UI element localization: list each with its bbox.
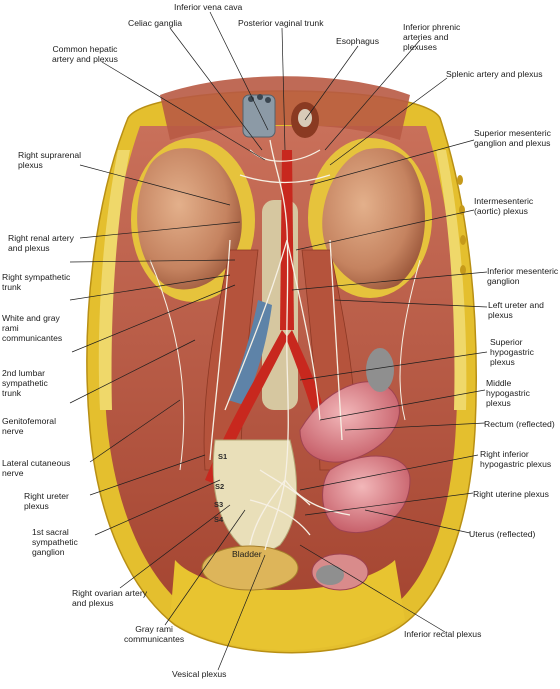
leader-lines <box>69 11 488 671</box>
label-left-ureter: Left ureter and plexus <box>488 300 544 320</box>
label-first-sacral: 1st sacral sympathetic ganglion <box>32 527 78 557</box>
pelvic-fat <box>170 560 405 650</box>
label-lateral-cutaneous: Lateral cutaneous nerve <box>2 458 71 478</box>
label-rectum: Rectum (reflected) <box>484 419 555 429</box>
left-kidney <box>308 138 432 298</box>
lateral-fat-left <box>436 150 467 410</box>
label-uterus: Uterus (reflected) <box>469 529 536 539</box>
sacral-marker-s2: S2 <box>215 482 225 491</box>
label-white-gray-rami: White and gray rami communicantes <box>2 313 63 343</box>
lateral-fat-right <box>98 150 130 410</box>
label-superior-hypogastric: Superior hypogastric plexus <box>490 337 534 367</box>
ivc <box>228 300 272 405</box>
label-celiac-ganglia: Celiac ganglia <box>128 18 182 28</box>
label-right-sympathetic: Right sympathetic trunk <box>2 272 71 292</box>
sacral-marker-s4: S4 <box>214 515 224 524</box>
label-intermesenteric: Intermesenteric (aortic) plexus <box>474 196 534 216</box>
label-common-hepatic: Common hepatic artery and plexus <box>52 44 118 64</box>
label-inferior-phrenic: Inferior phrenic arteries and plexuses <box>403 22 461 52</box>
label-inferior-mesenteric: Inferior mesenteric ganglion <box>487 266 559 286</box>
label-gray-rami: Gray rami communicantes <box>124 624 185 644</box>
label-vesical-plexus: Vesical plexus <box>172 669 227 679</box>
sacral-marker-s3: S3 <box>214 500 224 509</box>
label-right-ovarian: Right ovarian artery and plexus <box>72 588 147 608</box>
label-superior-mesenteric: Superior mesenteric ganglion and plexus <box>474 128 551 148</box>
rectum-organ <box>299 381 400 463</box>
label-right-ureter: Right ureter plexus <box>24 491 69 511</box>
label-posterior-vaginal-trunk: Posterior vaginal trunk <box>238 18 324 28</box>
label-right-uterine: Right uterine plexus <box>473 489 549 499</box>
sacral-marker-s1: S1 <box>218 452 228 461</box>
label-right-renal: Right renal artery and plexus <box>8 233 74 253</box>
label-inferior-rectal: Inferior rectal plexus <box>404 629 482 639</box>
label-middle-hypogastric: Middle hypogastric plexus <box>486 378 530 408</box>
label-genitofemoral: Genitofemoral nerve <box>2 416 56 436</box>
bladder-organ <box>201 545 299 591</box>
label-inferior-vena-cava: Inferior vena cava <box>174 2 243 12</box>
label-right-inferior-hypogastric: Right inferior hypogastric plexus <box>480 449 552 469</box>
label-second-lumbar: 2nd lumbar sympathetic trunk <box>2 368 48 398</box>
gray-clamp <box>366 348 394 392</box>
nerve-network <box>149 139 421 551</box>
label-bladder: Bladder <box>232 549 262 559</box>
label-right-suprarenal: Right suprarenal plexus <box>18 150 82 170</box>
label-splenic-artery: Splenic artery and plexus <box>446 69 543 79</box>
label-esophagus: Esophagus <box>336 36 380 46</box>
